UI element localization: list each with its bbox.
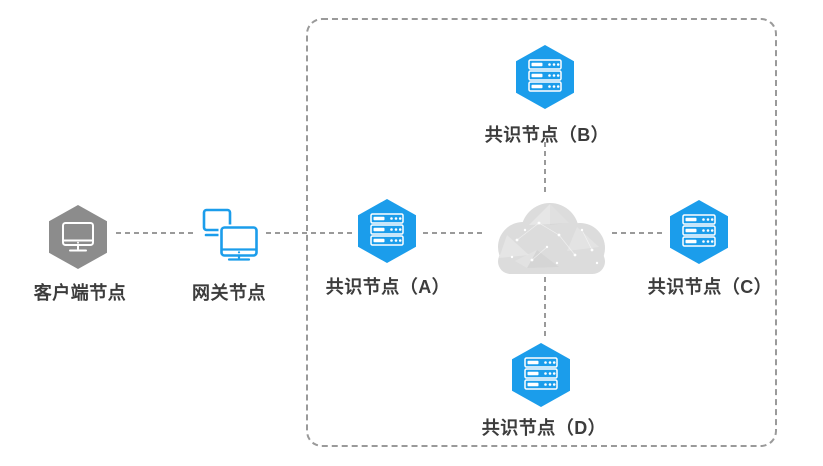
consensus-node-b-label: 共识节点（B）	[484, 125, 610, 145]
server-hexagon-icon	[358, 199, 416, 263]
connection-consensus-b-cloud	[544, 142, 546, 194]
connection-cloud-consensus-d	[544, 277, 546, 339]
client-hexagon-monitor-icon	[49, 205, 107, 269]
connection-consensus-a-cloud	[423, 232, 484, 234]
dual-monitors-icon	[202, 208, 259, 262]
gateway-node-label: 网关节点	[192, 283, 266, 303]
client-node-label: 客户端节点	[33, 283, 127, 303]
consensus-node-a-label: 共识节点（A）	[325, 277, 451, 297]
consensus-node-c-label: 共识节点（C）	[647, 277, 773, 297]
network-cloud-icon	[498, 203, 605, 274]
connection-cloud-consensus-c	[612, 232, 666, 234]
consensus-node-d-label: 共识节点（D）	[481, 418, 607, 438]
server-hexagon-icon	[516, 45, 574, 109]
connection-gateway-consensus-a	[266, 232, 354, 234]
server-hexagon-icon	[512, 343, 570, 407]
server-hexagon-icon	[670, 200, 728, 264]
connection-client-gateway	[116, 232, 194, 234]
